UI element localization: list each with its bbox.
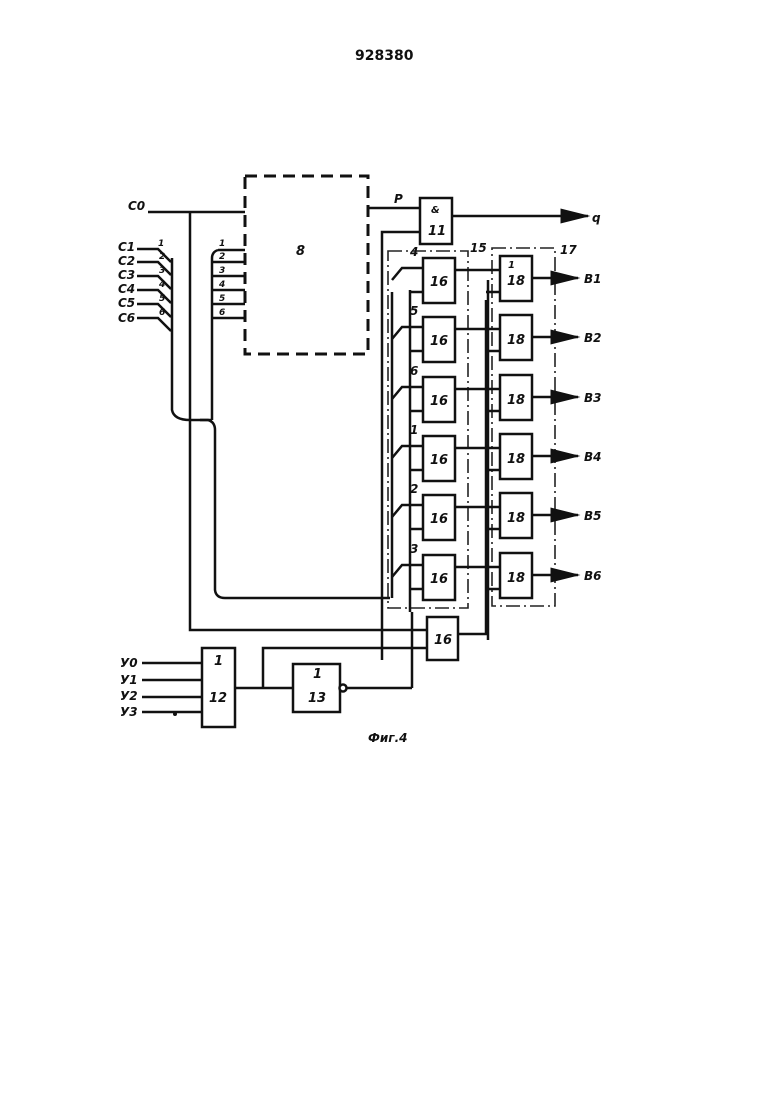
svg-text:4: 4	[218, 280, 225, 290]
output-label: В4	[584, 450, 602, 464]
label-y2: У2	[120, 689, 138, 703]
block-16-label: 16	[430, 394, 448, 409]
block-13-label: 13	[308, 691, 326, 706]
label-q: q	[592, 211, 601, 225]
svg-text:5: 5	[159, 294, 165, 304]
svg-text:1: 1	[219, 239, 225, 249]
block-18-label: 18	[507, 393, 525, 408]
block-12-symbol: 1	[214, 654, 223, 669]
row-4: 16 1 18 В4	[392, 423, 602, 481]
label-y1: У1	[120, 673, 138, 687]
block-18-label: 18	[507, 274, 525, 289]
row-6: 16 3 18 В6	[392, 542, 602, 600]
svg-text:3: 3	[219, 266, 225, 276]
block-16-input-label: 3	[410, 542, 418, 556]
output-label: В5	[584, 509, 602, 523]
svg-text:4: 4	[158, 280, 165, 290]
block-11-label: 11	[428, 224, 446, 239]
label-y0: У0	[120, 656, 138, 670]
label-c4: С4	[118, 282, 135, 296]
label-c1: С1	[118, 240, 135, 254]
svg-text:5: 5	[219, 294, 225, 304]
output-label: В2	[584, 331, 602, 345]
inverter-bubble-icon	[340, 685, 347, 692]
block-18-symbol: 1	[508, 260, 515, 271]
c-input-bundle	[137, 249, 390, 598]
block-16-label: 16	[430, 275, 448, 290]
block-13-symbol: 1	[313, 667, 322, 682]
row-wires	[392, 268, 578, 292]
block-12-label: 12	[209, 691, 227, 706]
label-c3: С3	[118, 268, 135, 282]
block-11-symbol: &	[431, 205, 440, 216]
output-label: В3	[584, 391, 602, 405]
block-16-label: 16	[430, 512, 448, 527]
group-17-label: 17	[560, 243, 577, 257]
block-16-input-label: 1	[410, 423, 418, 437]
label-c0: С0	[128, 199, 145, 213]
svg-text:2: 2	[159, 252, 165, 262]
block-16-input-label: 5	[410, 304, 418, 318]
figure-caption: Фиг.4	[368, 731, 408, 745]
label-c6: С6	[118, 311, 135, 325]
output-label: В1	[584, 272, 602, 286]
label-y3: У3	[120, 705, 138, 719]
block-16-label: 16	[430, 334, 448, 349]
row-5: 16 2 18 В5	[392, 482, 602, 540]
svg-text:6: 6	[219, 308, 225, 318]
wire-y-inputs	[142, 663, 202, 712]
label-c5: С5	[118, 296, 135, 310]
svg-text:2: 2	[219, 252, 225, 262]
block-16-input-label: 6	[410, 364, 418, 378]
patent-number: 928380	[355, 48, 414, 64]
block-16-label: 16	[430, 572, 448, 587]
row-3: 16 6 18 В3	[392, 364, 602, 422]
group-15-label: 15	[470, 241, 487, 255]
block-18-label: 18	[507, 333, 525, 348]
block-18-label: 18	[507, 571, 525, 586]
svg-text:3: 3	[159, 266, 165, 276]
block-8-label: 8	[296, 244, 305, 259]
row-2: 16 5 18 В2	[392, 304, 602, 362]
junction-dot	[173, 712, 177, 716]
label-p: Р	[394, 192, 403, 206]
block-16-input-label: 4	[409, 245, 418, 259]
block-18-label: 18	[507, 511, 525, 526]
block-18-label: 18	[507, 452, 525, 467]
block-8	[245, 176, 368, 354]
block-16-label: 16	[430, 453, 448, 468]
svg-text:1: 1	[158, 239, 164, 249]
output-label: В6	[584, 569, 602, 583]
svg-text:6: 6	[159, 308, 165, 318]
block-16-input-label: 2	[410, 482, 418, 496]
label-c2: С2	[118, 254, 135, 268]
block-16-bottom-label: 16	[434, 633, 452, 648]
